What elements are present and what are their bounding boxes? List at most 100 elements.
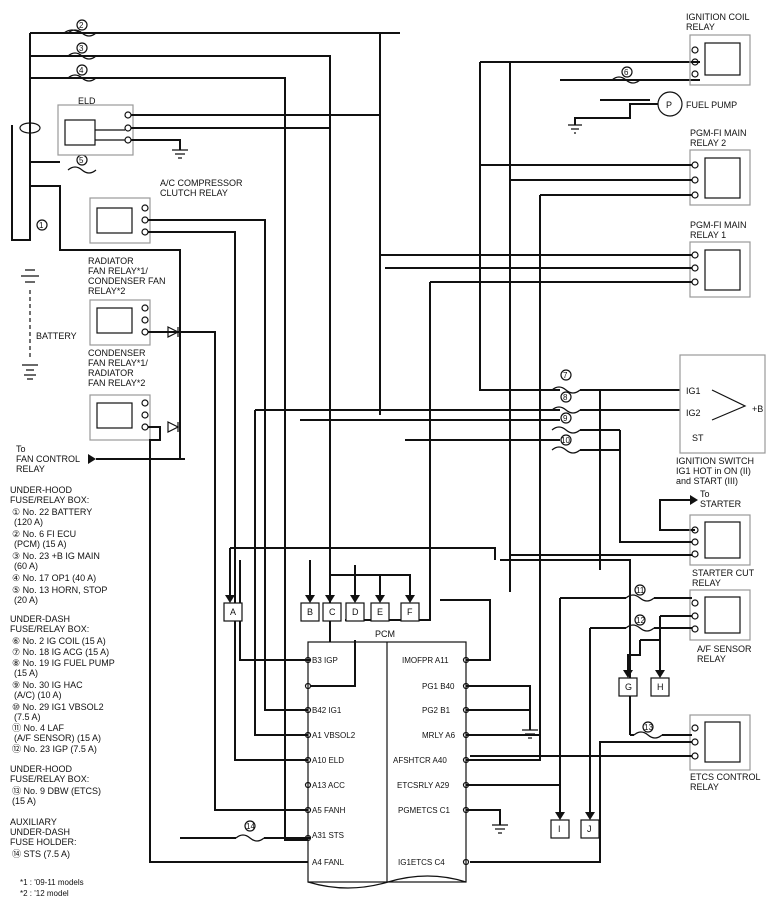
pcm-pin-a1-vbsol2: A1 VBSOL2 [312,731,356,740]
connector-f-label: F [407,607,413,617]
pcm-pin-pg1: PG1 B40 [422,682,455,691]
ign-coil-label-2: RELAY [686,22,715,32]
legend-uh-item-8: ⑤ No. 13 HORN, STOP [12,585,107,595]
fuse-11-label: 11 [636,586,645,595]
fuse-7-label: 7 [563,371,568,380]
battery-label: BATTERY [36,331,77,341]
legend-uh-item-6: (60 A) [14,561,38,571]
legend: UNDER-HOOD FUSE/RELAY BOX: ① No. 22 BATT… [10,485,115,898]
ac-relay-label-2: CLUTCH RELAY [160,188,228,198]
eld-label: ELD [78,96,96,106]
legend-uh2-item-2: (15 A) [12,796,36,806]
pcm-pin-a10-eld: A10 ELD [312,756,344,765]
legend-note-2: *2 : '12 model [20,889,69,898]
connector-g [618,677,638,697]
ig-term-b: +B [752,404,763,414]
right-feed-wires [254,62,601,761]
legend-ud-item-11: ⑫ No. 23 IGP (7.5 A) [12,744,97,754]
ig-term-ig1: IG1 [686,386,701,396]
rad-relay-label-3: CONDENSER FAN [88,276,166,286]
radiator-fan-relay: RADIATOR FAN RELAY*1/ CONDENSER FAN RELA… [88,256,310,811]
af-relay-label-1: A/F SENSOR [697,644,752,654]
connector-b [300,602,320,622]
pgm1-label-1: PGM-FI MAIN [690,220,747,230]
fuse-5-label: 5 [79,156,84,165]
legend-ud-item-2: ⑦ No. 18 IG ACG (15 A) [12,647,109,657]
starter-cut-label-2: RELAY [692,578,721,588]
legend-uh2-title-2: FUSE/RELAY BOX: [10,774,89,784]
connector-f [400,602,420,622]
rad-relay-label-1: RADIATOR [88,256,134,266]
connector-e-label: E [377,607,383,617]
legend-uh2-item-1: ⑬ No. 9 DBW (ETCS) [12,786,101,796]
pcm-pin-b3-igp: B3 IGP [312,656,338,665]
connector-i [550,819,570,839]
ig-term-st: ST [692,433,704,443]
af-relay-label-2: RELAY [697,654,726,664]
pgm-main-relay-1: PGM-FI MAIN RELAY 1 [380,220,751,298]
connector-a [223,602,243,622]
starter-cut-relay: STARTER CUT RELAY [509,450,755,592]
connector-branch [225,547,496,603]
fuse-3-label: 3 [79,44,84,53]
connector-b-label: B [307,607,313,617]
legend-ud-item-10: (A/F SENSOR) (15 A) [14,733,101,743]
pcm-output-wires [180,560,560,842]
etcs-relay-label-2: RELAY [690,782,719,792]
fuse-8-label: 8 [563,393,568,402]
legend-uh-item-4: (PCM) (15 A) [14,539,67,549]
fuse-9-label: 9 [563,414,568,423]
fuse-1-label: 1 [39,221,44,230]
legend-ud-item-8: (7.5 A) [14,712,41,722]
legend-ud-item-3: ⑧ No. 19 IG FUEL PUMP [12,658,115,668]
pgm2-label-2: RELAY 2 [690,138,726,148]
pcm-box: PCM B3 IGP B42 IG1 A1 VBSOL2 A10 ELD A13… [304,629,470,889]
cond-relay-label-1: CONDENSER [88,348,146,358]
legend-uh-item-5: ③ No. 23 +B IG MAIN [12,551,100,561]
ign-coil-label-1: IGNITION COIL [686,12,750,22]
pcm-pin-b42-ig1: B42 IG1 [312,706,342,715]
legend-aux-title-3: FUSE HOLDER: [10,837,77,847]
to-starter: To STARTER [659,489,742,531]
legend-uh-item-7: ④ No. 17 OP1 (40 A) [12,573,96,583]
starter-cut-label-1: STARTER CUT [692,568,755,578]
fan-control-1: To [16,444,26,454]
condenser-fan-relay: CONDENSER FAN RELAY*1/ RADIATOR FAN RELA… [88,348,310,863]
legend-ud-item-9: ⑪ No. 4 LAF [12,723,65,733]
ac-relay-label-1: A/C COMPRESSOR [160,178,243,188]
fuse-14-label: 14 [246,822,255,831]
pgm1-label-2: RELAY 1 [690,230,726,240]
cond-relay-label-2: FAN RELAY*1/ [88,358,148,368]
cond-relay-label-4: FAN RELAY*2 [88,378,145,388]
battery: BATTERY [21,269,77,371]
ac-clutch-relay: A/C COMPRESSOR CLUTCH RELAY [89,178,310,761]
legend-aux-item-1: ⑭ STS (7.5 A) [12,849,70,859]
pcm-pin-a31-sts: A31 STS [312,831,344,840]
rad-relay-label-4: RELAY*2 [88,286,125,296]
pcm-pin-etcsrly: ETCSRLY A29 [397,781,450,790]
connector-a-label: A [230,607,236,617]
pgm2-label-1: PGM-FI MAIN [690,128,747,138]
legend-ud-item-5: ⑨ No. 30 IG HAC [12,680,83,690]
pcm-pin-imofpr: IMOFPR A11 [402,656,449,665]
legend-uh2-title-1: UNDER-HOOD [10,764,72,774]
connector-arrows [555,598,665,820]
connector-d [345,602,365,622]
legend-uh-item-1: ① No. 22 BATTERY [12,507,92,517]
legend-uh-title-1: UNDER-HOOD [10,485,72,495]
legend-aux-title-2: UNDER-DASH [10,827,70,837]
fuel-pump: P FUEL PUMP [568,91,737,134]
fuel-pump-symbol: P [666,100,672,110]
fuse-12-label: 12 [636,616,645,625]
ign-switch-label-2: IG1 HOT in ON (II) [676,466,751,476]
connector-boxes: A B C D E F G H I J [223,602,670,839]
legend-ud-item-4: (15 A) [14,668,38,678]
ground-symbols [24,374,36,380]
fan-control-ref: To FAN CONTROL RELAY [16,444,185,474]
fuse-labels: 2 3 4 5 1 6 7 8 9 10 11 12 13 14 [36,19,654,832]
pcm-pin-a4-fanl: A4 FANL [312,858,345,867]
ign-switch-label-1: IGNITION SWITCH [676,456,754,466]
legend-uh-item-2: (120 A) [14,517,43,527]
connector-h [650,677,670,697]
